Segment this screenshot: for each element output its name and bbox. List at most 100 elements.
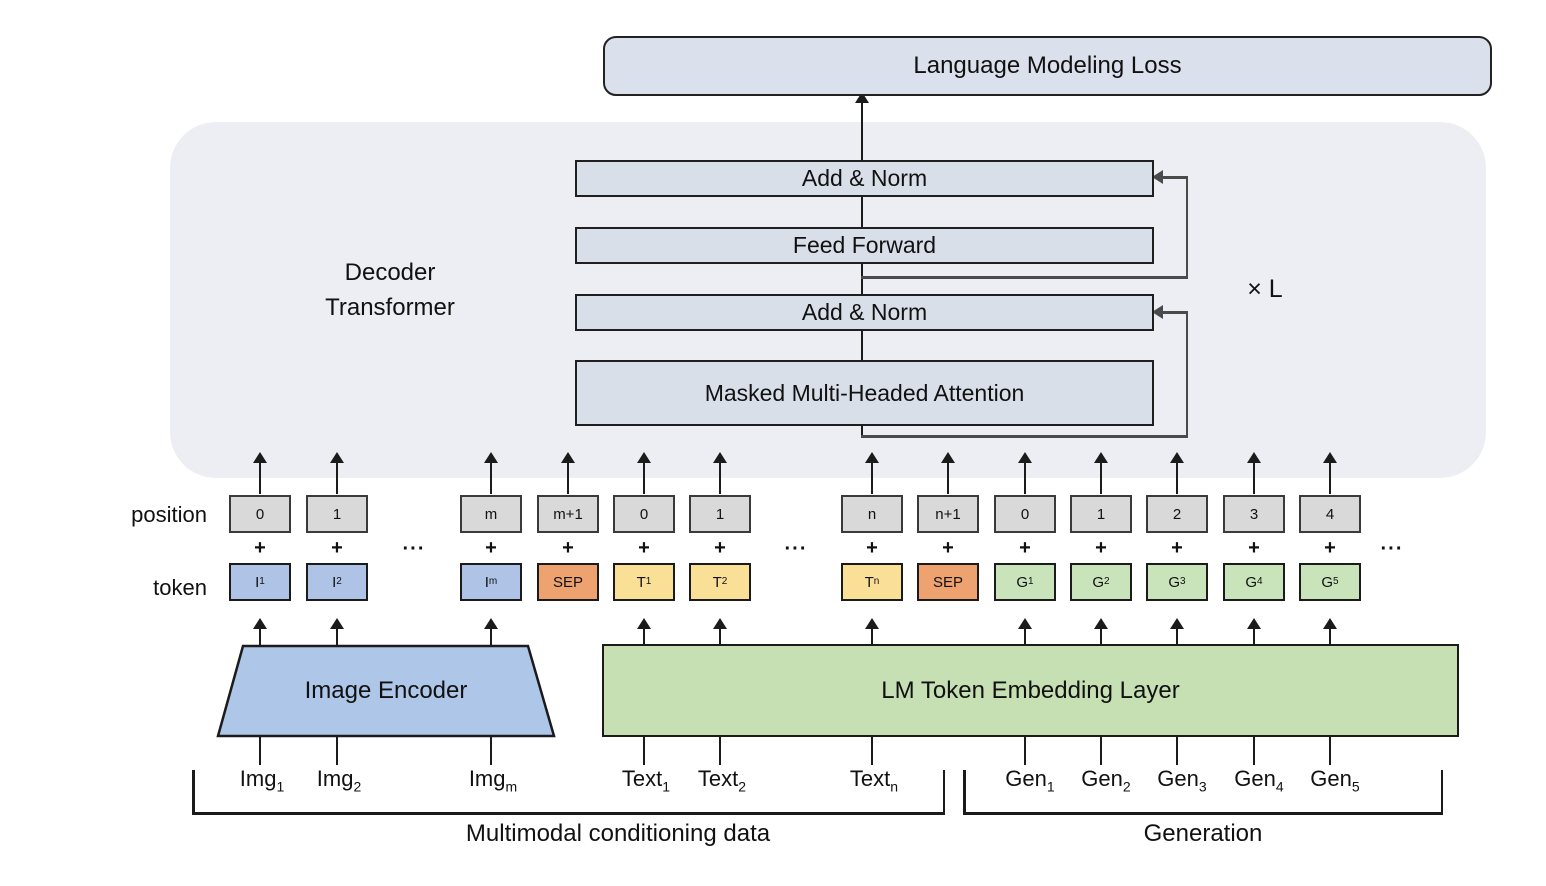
input-line bbox=[870, 737, 874, 765]
position-box: m+1 bbox=[537, 495, 599, 533]
bracket-line bbox=[192, 812, 945, 815]
input-label: Img2 bbox=[316, 766, 362, 795]
bracket-tick bbox=[1440, 770, 1443, 815]
image-encoder-shape bbox=[216, 644, 556, 738]
input-line bbox=[1328, 737, 1332, 765]
input-line bbox=[1175, 737, 1179, 765]
position-box: 1 bbox=[1070, 495, 1132, 533]
token-box: SEP bbox=[917, 563, 979, 601]
input-line bbox=[718, 737, 722, 765]
bracket-tick bbox=[963, 770, 966, 815]
plus-sign: + bbox=[942, 537, 954, 559]
arrow-left-icon bbox=[1152, 170, 1163, 184]
input-label: Gen3 bbox=[1157, 766, 1207, 795]
position-box: n bbox=[841, 495, 903, 533]
position-box: 0 bbox=[613, 495, 675, 533]
skip-connection-line bbox=[1185, 312, 1188, 437]
add-norm-box-bottom: Add & Norm bbox=[575, 294, 1154, 331]
input-line bbox=[1099, 737, 1103, 765]
input-label: Gen5 bbox=[1310, 766, 1360, 795]
input-label: Imgm bbox=[468, 766, 518, 795]
token-column: m+1 + SEP bbox=[537, 495, 599, 601]
skip-connection-line bbox=[1160, 176, 1188, 179]
input-line bbox=[489, 737, 493, 765]
ellipsis: ··· bbox=[784, 538, 808, 560]
input-label: Gen1 bbox=[1005, 766, 1055, 795]
generation-group-label: Generation bbox=[1143, 820, 1263, 847]
input-line bbox=[258, 737, 262, 765]
input-label: Gen4 bbox=[1234, 766, 1284, 795]
skip-connection-line bbox=[1185, 177, 1188, 278]
plus-sign: + bbox=[485, 537, 497, 559]
input-label: Text2 bbox=[697, 766, 747, 795]
plus-sign: + bbox=[1171, 537, 1183, 559]
ellipsis: ··· bbox=[402, 538, 426, 560]
input-label: Gen2 bbox=[1081, 766, 1131, 795]
language-modeling-loss-box: Language Modeling Loss bbox=[603, 36, 1492, 96]
skip-connection-line bbox=[1160, 311, 1188, 314]
input-label: Img1 bbox=[239, 766, 285, 795]
position-box: m bbox=[460, 495, 522, 533]
conditioning-group-label: Multimodal conditioning data bbox=[465, 820, 771, 847]
skip-connection-line bbox=[861, 276, 1188, 279]
plus-sign: + bbox=[638, 537, 650, 559]
plus-sign: + bbox=[714, 537, 726, 559]
position-box: 0 bbox=[229, 495, 291, 533]
input-line bbox=[1252, 737, 1256, 765]
input-line bbox=[1023, 737, 1027, 765]
image-encoder-label: Image Encoder bbox=[304, 677, 468, 704]
plus-sign: + bbox=[1248, 537, 1260, 559]
position-box: 4 bbox=[1299, 495, 1361, 533]
add-norm-box-top: Add & Norm bbox=[575, 160, 1154, 197]
position-box: n+1 bbox=[917, 495, 979, 533]
position-row-label: position bbox=[131, 502, 207, 527]
token-box: SEP bbox=[537, 563, 599, 601]
plus-sign: + bbox=[1324, 537, 1336, 559]
position-box: 3 bbox=[1223, 495, 1285, 533]
plus-sign: + bbox=[254, 537, 266, 559]
plus-sign: + bbox=[331, 537, 343, 559]
decoder-transformer-label: Decoder Transformer bbox=[325, 259, 455, 321]
skip-connection-line bbox=[861, 435, 1188, 438]
arrow-left-icon bbox=[1152, 305, 1163, 319]
plus-sign: + bbox=[1019, 537, 1031, 559]
position-box: 0 bbox=[994, 495, 1056, 533]
input-line bbox=[642, 737, 646, 765]
feed-forward-box: Feed Forward bbox=[575, 227, 1154, 264]
input-label: Text1 bbox=[621, 766, 671, 795]
position-box: 2 bbox=[1146, 495, 1208, 533]
input-line bbox=[335, 737, 339, 765]
bracket-line bbox=[963, 812, 1443, 815]
plus-sign: + bbox=[1095, 537, 1107, 559]
input-label: Textn bbox=[849, 766, 899, 795]
plus-sign: + bbox=[562, 537, 574, 559]
lm-token-embedding-layer: LM Token Embedding Layer bbox=[602, 644, 1459, 737]
masked-attention-box: Masked Multi-Headed Attention bbox=[575, 360, 1154, 426]
position-box: 1 bbox=[306, 495, 368, 533]
token-column: n+1 + SEP bbox=[917, 495, 979, 601]
ellipsis: ··· bbox=[1380, 538, 1404, 560]
repeat-l-label: × L bbox=[1247, 275, 1283, 303]
